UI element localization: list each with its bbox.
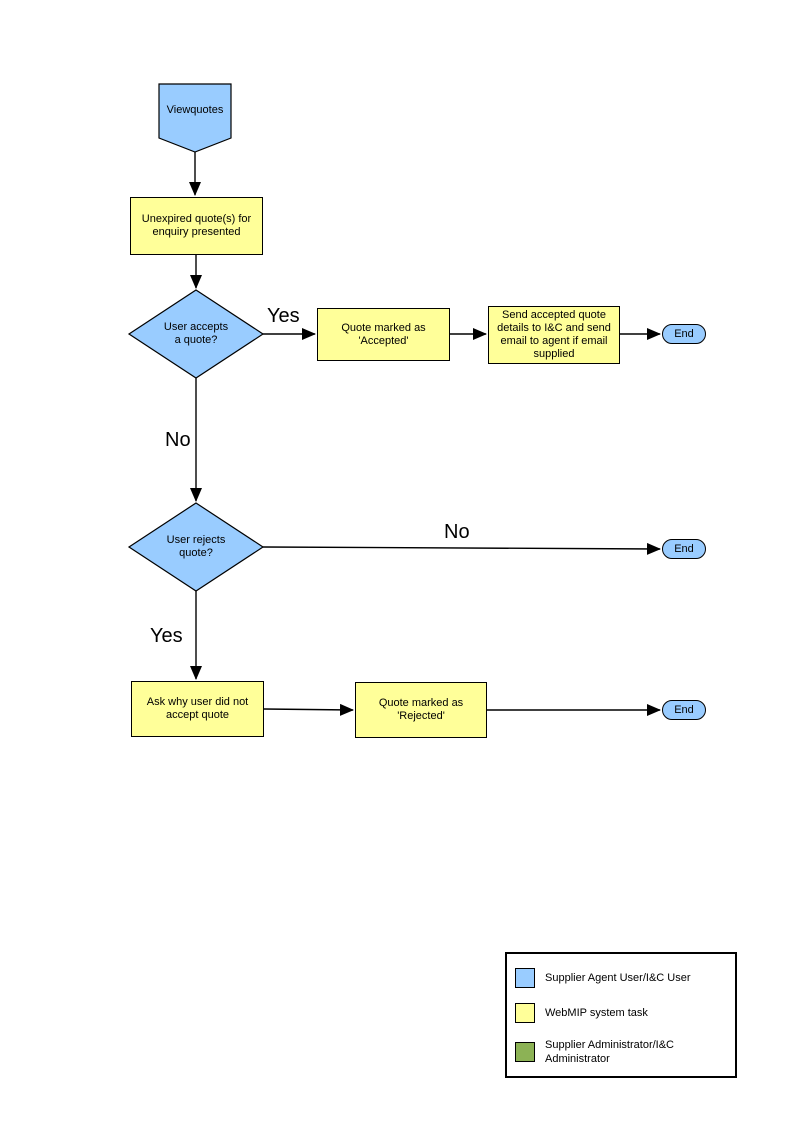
- process-send-details: Send accepted quote details to I&C and s…: [488, 306, 620, 364]
- legend-swatch-yellow: [515, 1003, 535, 1023]
- process-mark-rejected-line2: 'Rejected': [397, 710, 445, 722]
- process-send-details-line1: Send accepted quote: [502, 309, 606, 321]
- legend-label-webmip-task: WebMIP system task: [545, 1007, 648, 1019]
- edge-askwhy-to-rejected: [263, 703, 354, 716]
- process-ask-why-line2: accept quote: [166, 709, 229, 721]
- process-ask-why: Ask why user did not accept quote: [131, 681, 264, 737]
- accept-decision-line1: User accepts: [163, 321, 229, 333]
- end-node-accepted: End: [662, 324, 706, 344]
- legend-swatch-green: [515, 1042, 535, 1062]
- start-node-label: Viewquotes: [166, 104, 224, 116]
- process-mark-accepted-line2: 'Accepted': [358, 334, 409, 347]
- legend-swatch-blue: [515, 968, 535, 988]
- edge-label-accept-yes: Yes: [267, 305, 300, 327]
- end-node-not-rejected: End: [662, 539, 706, 559]
- process-ask-why-line1: Ask why user did not: [146, 696, 249, 708]
- reject-decision-line2: quote?: [179, 547, 213, 559]
- reject-decision-line1: User rejects: [166, 534, 226, 546]
- process-mark-accepted: Quote marked as 'Accepted': [317, 308, 450, 361]
- edge-label-accept-no: No: [165, 429, 191, 451]
- process-present-quotes: Unexpired quote(s) for enquiry presented: [130, 197, 263, 255]
- end-node-rejected: End: [662, 700, 706, 720]
- edge-reject-no: [262, 542, 661, 555]
- process-send-details-line4: supplied: [533, 348, 575, 360]
- legend-row-supplier-admin: Supplier Administrator/I&C Administrator: [515, 1038, 720, 1066]
- process-mark-rejected-line1: Quote marked as: [378, 697, 464, 709]
- process-mark-accepted-line1: Quote marked as: [341, 321, 426, 334]
- accept-decision-label: User accepts a quote?: [141, 321, 251, 347]
- legend-label-supplier-agent: Supplier Agent User/I&C User: [545, 972, 691, 984]
- start-pentagon-shape: [158, 83, 232, 153]
- legend-row-supplier-agent: Supplier Agent User/I&C User: [515, 968, 691, 988]
- legend-box: Supplier Agent User/I&C User WebMIP syst…: [505, 952, 737, 1078]
- edge-label-reject-no: No: [444, 521, 470, 543]
- edge-label-reject-yes: Yes: [150, 625, 183, 647]
- process-present-quotes-line2: enquiry presented: [152, 226, 241, 238]
- process-present-quotes-line1: Unexpired quote(s) for: [141, 213, 252, 225]
- legend-row-webmip-task: WebMIP system task: [515, 1003, 648, 1023]
- process-send-details-line2: details to I&C and send: [497, 322, 611, 334]
- process-send-details-line3: email to agent if email: [500, 335, 608, 347]
- reject-decision-label: User rejects quote?: [141, 534, 251, 560]
- process-mark-rejected: Quote marked as 'Rejected': [355, 682, 487, 738]
- legend-label-supplier-admin: Supplier Administrator/I&C Administrator: [545, 1039, 674, 1065]
- accept-decision-line2: a quote?: [174, 334, 218, 346]
